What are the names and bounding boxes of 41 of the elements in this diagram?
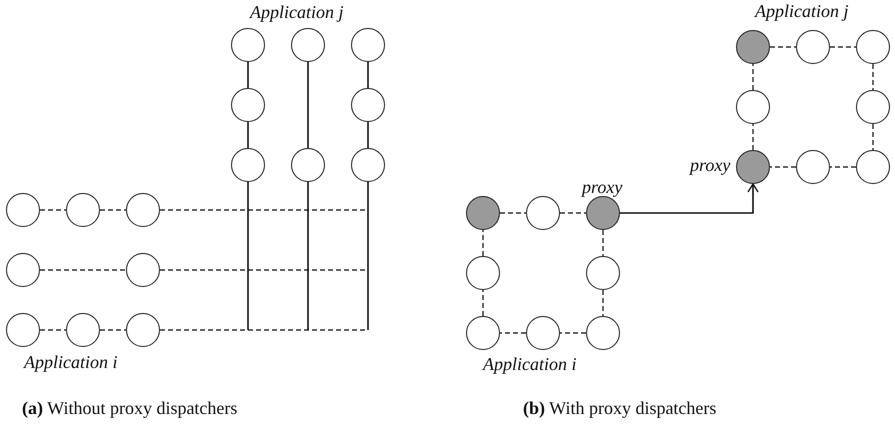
connector-line	[307, 62, 309, 148]
node-caption: proxy	[582, 177, 622, 198]
figure-caption: (a) Without proxy dispatchers	[22, 398, 238, 419]
dashed-line	[560, 332, 586, 334]
group-label: Application i	[483, 354, 576, 375]
dashed-line	[100, 329, 126, 331]
group-label: Application j	[250, 2, 344, 23]
connector-line	[247, 62, 249, 88]
node-caption: proxy	[690, 155, 730, 176]
dashed-line	[500, 332, 526, 334]
dashed-line	[830, 46, 856, 48]
dashed-line	[40, 269, 126, 271]
dashed-line	[560, 212, 586, 214]
dashed-line	[770, 166, 796, 168]
dashed-line	[160, 329, 367, 331]
connector-line	[367, 122, 369, 148]
dashed-line	[830, 166, 856, 168]
dashed-line	[40, 329, 66, 331]
dashed-line	[752, 64, 754, 90]
connector-line	[307, 182, 309, 330]
connector-line	[367, 62, 369, 88]
dashed-line	[482, 230, 484, 256]
figure-caption: (b) With proxy dispatchers	[523, 398, 716, 419]
dashed-line	[752, 124, 754, 150]
dashed-line	[872, 64, 874, 90]
dashed-line	[482, 290, 484, 316]
group-label: Application j	[755, 1, 848, 22]
group-label: Application i	[24, 352, 118, 373]
connector-line	[247, 122, 249, 148]
connector-line	[247, 182, 249, 330]
dashed-line	[160, 269, 367, 271]
dashed-line	[100, 209, 126, 211]
dashed-line	[770, 46, 796, 48]
dashed-line	[872, 124, 874, 150]
dashed-line	[602, 290, 604, 316]
dashed-line	[500, 212, 526, 214]
arrow	[620, 183, 759, 214]
dashed-line	[160, 209, 367, 211]
dashed-line	[602, 230, 604, 256]
connector-line	[367, 182, 369, 330]
dashed-line	[40, 209, 66, 211]
